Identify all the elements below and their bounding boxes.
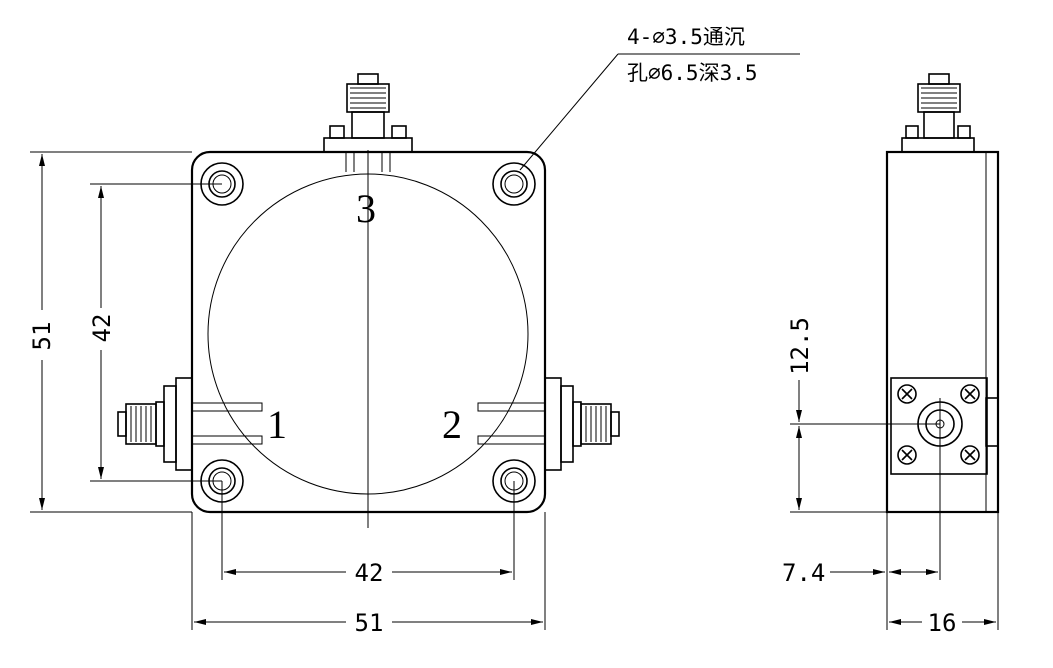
dimension-hole-spacing-horizontal: 42 [221, 481, 515, 587]
dim-7-4: 7.4 [782, 559, 825, 587]
dim-42-vertical: 42 [88, 314, 116, 343]
sma-connector-right [477, 377, 620, 471]
hole-callout: 4-⌀3.5通沉 孔⌀6.5深3.5 [519, 25, 800, 171]
dimension-connector-offset: 7.4 [782, 512, 938, 630]
sma-connector-top [323, 73, 413, 172]
hole-callout-line2: 孔⌀6.5深3.5 [627, 61, 758, 85]
port-2-label: 2 [442, 402, 462, 447]
dimension-overall-height: 51 [28, 151, 192, 513]
dim-51-vertical: 51 [28, 322, 56, 351]
dimension-thickness: 16 [889, 512, 999, 637]
dimension-connector-height: 12.5 [786, 317, 940, 513]
side-view: 12.5 7.4 16 [782, 73, 1000, 637]
dim-12-5: 12.5 [786, 317, 814, 375]
side-sma-connector-top [901, 73, 975, 153]
dim-16: 16 [928, 609, 957, 637]
dimension-overall-width: 51 [191, 512, 546, 637]
flange-screw-bottom-left [897, 445, 917, 465]
mounting-hole-top-right [492, 162, 536, 206]
flange-screw-top-left [897, 384, 917, 404]
side-connector-flange [890, 377, 988, 475]
hole-callout-line1: 4-⌀3.5通沉 [627, 25, 745, 49]
dim-51-horizontal: 51 [355, 609, 384, 637]
flange-screw-bottom-right [960, 445, 980, 465]
port-3-label: 3 [356, 186, 376, 231]
front-view: 3 1 2 51 42 42 [28, 25, 800, 637]
flange-screw-top-right [960, 384, 980, 404]
port-1-label: 1 [267, 402, 287, 447]
dim-42-horizontal: 42 [355, 559, 384, 587]
dimension-hole-spacing-vertical: 42 [88, 183, 222, 482]
sma-connector-left [117, 377, 263, 471]
